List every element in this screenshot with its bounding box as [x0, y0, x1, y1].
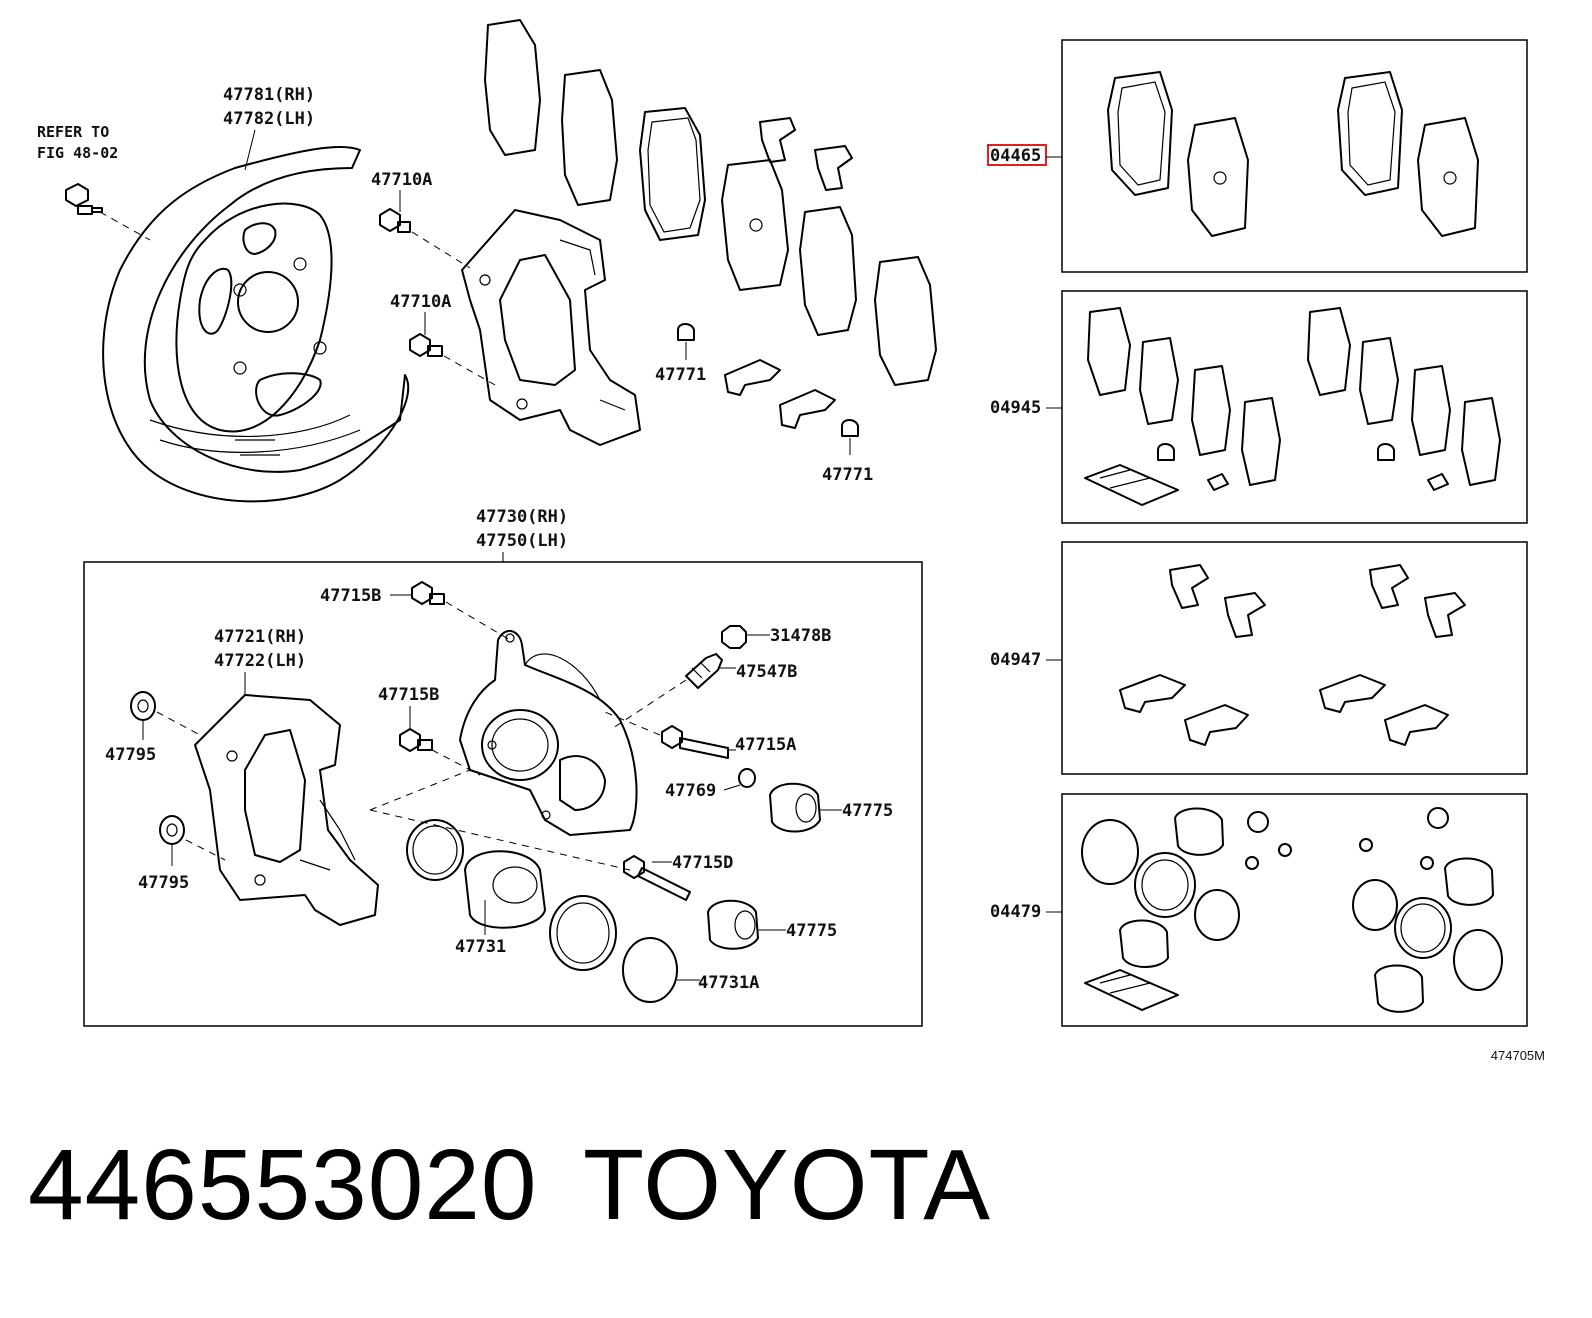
boot-47775-label-2: 47775 — [786, 921, 837, 941]
pin-47715a-icon — [661, 725, 729, 759]
pin-47715d-icon — [623, 855, 691, 901]
kit-04465-highlight — [987, 144, 1047, 166]
caliper-cylinder — [459, 630, 638, 836]
footer-brand: TOYOTA — [583, 1129, 991, 1241]
bleeder-47547b-icon — [685, 653, 723, 689]
pin-47715a-label: 47715A — [735, 735, 796, 755]
kit-04465-pad-1 — [1107, 71, 1173, 196]
kit-04945-box — [1061, 290, 1528, 524]
piston-47731-label: 47731 — [455, 937, 506, 957]
caliper-assy-label-rh: 47730(RH) — [476, 507, 568, 527]
refer-note-line2: FIG 48-02 — [37, 144, 118, 162]
bushing-47769-label: 47769 — [665, 781, 716, 801]
bolt-47715b-label-mid: 47715B — [378, 685, 439, 705]
brake-pad-outer — [639, 107, 706, 241]
kit-code-04465[interactable]: 04465 — [990, 146, 1041, 166]
kit-04479-seals — [1081, 807, 1503, 1013]
kit-code-04947[interactable]: 04947 — [990, 650, 1041, 670]
bolt-47715b-label-top: 47715B — [320, 586, 381, 606]
kit-code-04945[interactable]: 04945 — [990, 398, 1041, 418]
ring-47731a-label: 47731A — [698, 973, 759, 993]
mounting-label-rh: 47721(RH) — [214, 627, 306, 647]
bleeder-47547b-label: 47547B — [736, 662, 797, 682]
kit-04465-box — [1061, 39, 1528, 273]
boot-47775-label-1: 47775 — [842, 801, 893, 821]
ring-47731a-icon — [622, 937, 678, 1003]
bolt-47715b-icon-mid — [399, 728, 433, 752]
refer-note-line1: REFER TO — [37, 123, 109, 141]
bolt-47710a-icon-1 — [379, 208, 411, 233]
caliper-mounting-bracket — [194, 694, 379, 926]
kit-04479-box — [1061, 793, 1528, 1027]
kit-04947-springs — [1119, 564, 1466, 746]
pad-shim-2 — [561, 69, 618, 206]
dust-boot-ring — [549, 895, 617, 971]
clip-47771-label-1: 47771 — [655, 365, 706, 385]
kit-04945-shims — [1084, 307, 1501, 506]
pad-shim-1 — [484, 19, 541, 156]
plate-47795-label-1: 47795 — [105, 745, 156, 765]
bolt-47710a-label-2: 47710A — [390, 292, 451, 312]
piston-seal-ring — [406, 819, 464, 881]
pad-shim-4 — [874, 256, 937, 386]
pad-clip-upper-2 — [814, 145, 853, 191]
kit-04947-box — [1061, 541, 1528, 775]
kit-04465-pad-4 — [1417, 117, 1479, 237]
anti-rattle-spring-1 — [724, 359, 781, 396]
plate-47795-icon-1 — [130, 691, 156, 721]
pad-shim-3 — [799, 206, 857, 336]
brake-pad-inner — [721, 159, 789, 291]
clip-47771-icon-1 — [677, 323, 695, 341]
pad-clip-upper-1 — [759, 117, 796, 163]
dust-cover-label-rh: 47781(RH) — [223, 85, 315, 105]
dust-cover-shape — [102, 145, 410, 503]
boot-47775-icon-2 — [707, 899, 759, 950]
dust-cover-label-lh: 47782(LH) — [223, 109, 315, 129]
boot-47775-icon-1 — [769, 782, 821, 833]
bolt-47710a-icon-2 — [409, 333, 443, 357]
bolt-47710a-label-1: 47710A — [371, 170, 432, 190]
kit-04465-pad-3 — [1337, 71, 1403, 196]
bolt-47715b-icon-top — [411, 581, 445, 605]
clip-47771-icon-2 — [841, 419, 859, 437]
kit-code-04479[interactable]: 04479 — [990, 902, 1041, 922]
bushing-47769-icon — [738, 768, 756, 788]
anti-rattle-spring-2 — [779, 389, 836, 429]
diagram-code: 474705M — [1491, 1048, 1545, 1063]
mounting-label-lh: 47722(LH) — [214, 651, 306, 671]
plate-47795-label-2: 47795 — [138, 873, 189, 893]
clip-47771-label-2: 47771 — [822, 465, 873, 485]
cap-31478b-label: 31478B — [770, 626, 831, 646]
plate-47795-icon-2 — [159, 815, 185, 845]
caliper-assy-label-lh: 47750(LH) — [476, 531, 568, 551]
piston-47731-icon — [464, 850, 546, 929]
kit-04465-pad-2 — [1187, 117, 1249, 237]
cap-31478b-icon — [721, 625, 747, 649]
pin-47715d-label: 47715D — [672, 853, 733, 873]
caliper-assembly-box — [83, 561, 923, 1027]
refer-bolt-icon — [65, 183, 103, 215]
footer-part-number: 446553020 — [28, 1129, 538, 1241]
mounting-bracket-top — [461, 209, 641, 446]
